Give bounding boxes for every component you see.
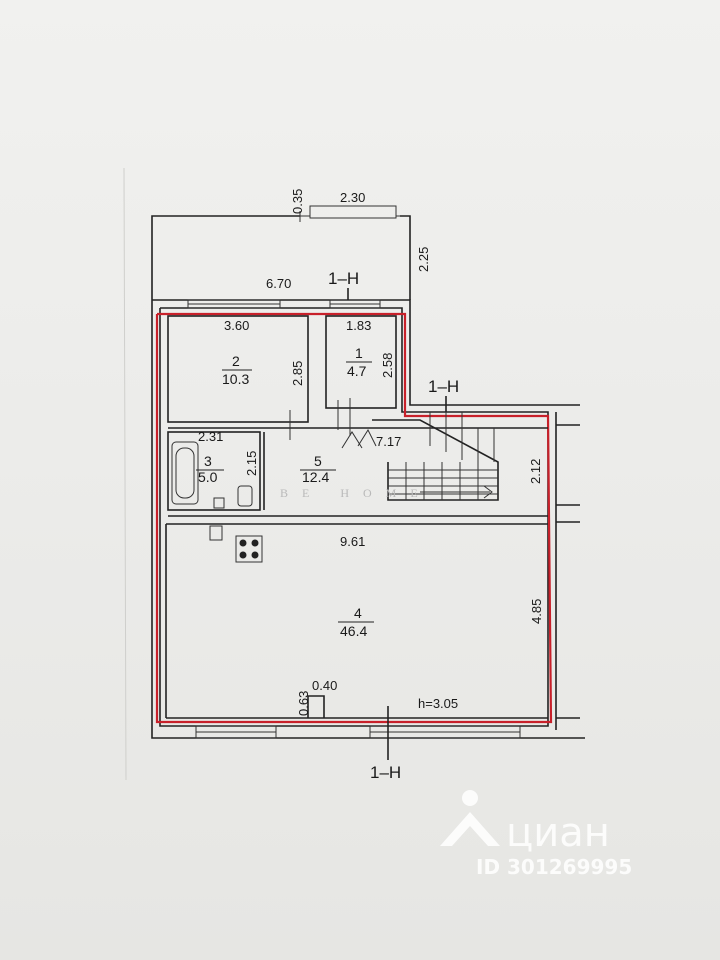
dim-230: 2.30 [340, 190, 365, 205]
section-mark-bottom: 1–Н [370, 763, 401, 782]
room-3-number: 3 [204, 453, 212, 469]
room-1-width: 1.83 [346, 318, 371, 333]
dim-063: 0.63 [296, 691, 311, 716]
column-niche [307, 695, 325, 718]
dimension-labels: 2.30 0.35 2.25 6.70 3.60 2.85 1.83 2.58 … [198, 189, 544, 716]
room-2-area: 10.3 [222, 371, 249, 387]
dim-717: 7.17 [376, 434, 401, 449]
room-1-number: 1 [355, 345, 363, 361]
room-2-width: 3.60 [224, 318, 249, 333]
room-1-area: 4.7 [347, 363, 367, 379]
terrace-outline [151, 205, 411, 300]
dim-035: 0.35 [290, 189, 305, 214]
room-5-number: 5 [314, 453, 322, 469]
behome-watermark: BE HOME [280, 486, 432, 500]
dim-225: 2.25 [416, 247, 431, 272]
room-3-area: 5.0 [198, 469, 218, 485]
outer-walls [151, 299, 585, 739]
dim-212: 2.12 [528, 459, 543, 484]
toilet [213, 485, 253, 509]
ceiling-height: h=3.05 [418, 696, 458, 711]
bathtub [171, 441, 199, 505]
section-mark-top: 1–Н [328, 269, 359, 288]
room-labels: 2 10.3 1 4.7 3 5.0 5 12.4 4 46.4 [196, 345, 374, 639]
unit-boundary [155, 312, 553, 724]
room-2-number: 2 [232, 353, 240, 369]
room-2-depth: 2.85 [290, 361, 305, 386]
room-5-area: 12.4 [302, 469, 329, 485]
dim-485: 4.85 [529, 599, 544, 624]
dim-040: 0.40 [312, 678, 337, 693]
room-3-depth: 2.15 [244, 451, 259, 476]
room-3-width: 2.31 [198, 429, 223, 444]
section-marks: 1–Н 1–Н 1–Н [328, 269, 459, 782]
section-mark-stair: 1–Н [428, 377, 459, 396]
cian-logo-text: циан [506, 810, 610, 856]
dim-961: 9.61 [340, 534, 365, 549]
room-4-number: 4 [354, 605, 362, 621]
cian-logo-icon [440, 790, 500, 846]
interior-walls [165, 315, 548, 719]
cian-watermark: циан ID 301269995 [440, 790, 632, 879]
windows [187, 299, 521, 739]
dim-670: 6.70 [266, 276, 291, 291]
stove [209, 525, 263, 563]
room-4-area: 46.4 [340, 623, 367, 639]
room-1-depth: 2.58 [380, 353, 395, 378]
staircase [372, 412, 499, 501]
door-arrows [341, 428, 377, 449]
listing-id: ID 301269995 [476, 855, 632, 879]
